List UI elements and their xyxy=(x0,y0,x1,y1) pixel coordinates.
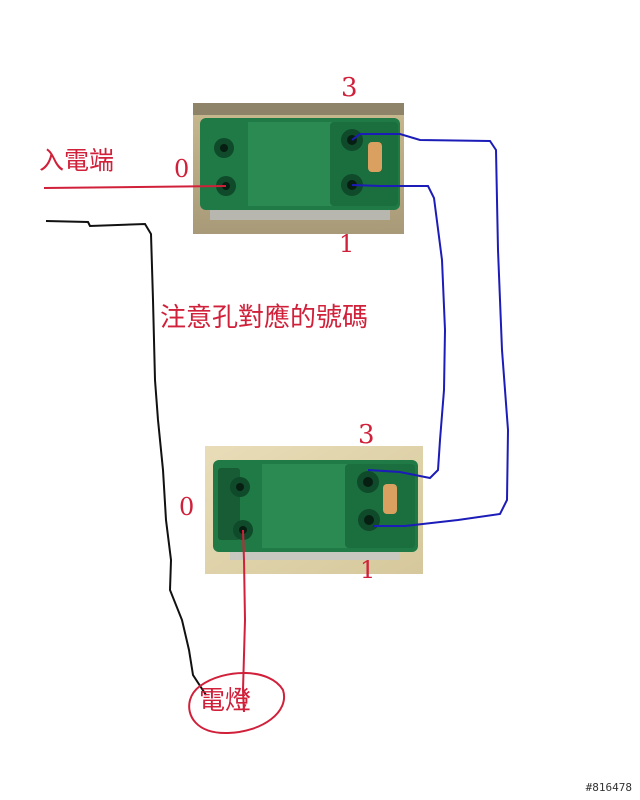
switch-bottom-photo xyxy=(205,446,423,574)
bottom-terminal-1-label: 1 xyxy=(360,556,376,584)
top-terminal-1-label: 1 xyxy=(339,230,355,258)
input-end-label: 入電端 xyxy=(39,146,115,175)
lamp-circle xyxy=(188,671,286,735)
switch-top-photo xyxy=(193,103,404,234)
blue-wire-terminal-3 xyxy=(351,133,510,527)
lamp-red-wire xyxy=(241,529,247,713)
neutral-black-wire xyxy=(45,220,207,696)
input-red-wire xyxy=(43,185,227,189)
lamp-label: 電燈 xyxy=(199,686,252,716)
note-label: 注意孔對應的號碼 xyxy=(160,303,369,333)
bottom-terminal-0-label: 0 xyxy=(179,493,195,521)
blue-wire-terminal-1 xyxy=(351,184,447,480)
watermark: #816478 xyxy=(585,781,632,794)
bottom-terminal-3-label: 3 xyxy=(358,420,375,450)
top-terminal-0-label: 0 xyxy=(174,155,190,183)
top-terminal-3-label: 3 xyxy=(341,73,358,103)
